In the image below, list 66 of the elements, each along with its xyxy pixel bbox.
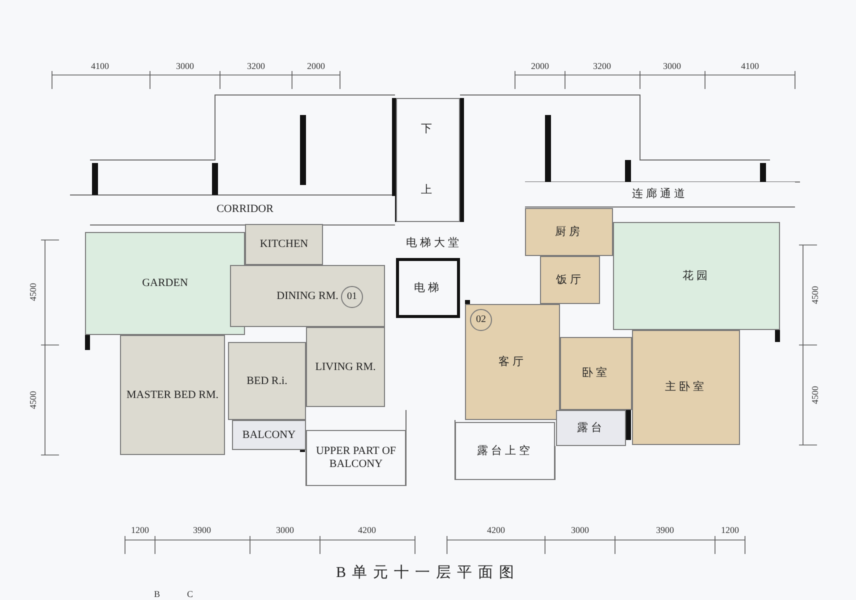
room-label: 上 [420, 183, 436, 198]
room-label: 饭厅 [555, 272, 585, 288]
garden-area [85, 232, 245, 335]
dimension-label: 4500 [28, 391, 38, 409]
dimension-label: 1200 [131, 525, 149, 535]
room-area [540, 256, 600, 304]
dimension-label: 3000 [276, 525, 294, 535]
dimension-label: 4100 [741, 61, 759, 71]
unit-number-circle [470, 309, 492, 331]
dimension-label: 4500 [810, 386, 820, 404]
room-area [306, 327, 385, 407]
room-label: 电梯大堂 [405, 236, 463, 250]
dimension-label: 2000 [307, 61, 325, 71]
room-area [560, 337, 632, 410]
room-label: 花园 [682, 268, 712, 284]
dimension-label: 4500 [28, 283, 38, 301]
garden-area [613, 222, 780, 330]
plan-title: B单元十一层平面图 [334, 564, 521, 582]
room-label: 卧室 [581, 366, 611, 381]
room-area [228, 342, 306, 420]
room-label: CORRIDOR [216, 202, 274, 216]
dimension-label: 3200 [247, 61, 265, 71]
room-label: 露台 [576, 420, 606, 436]
room-area [632, 330, 740, 445]
room-area [230, 265, 385, 327]
dimension-label: 4100 [91, 61, 109, 71]
open-terrace [455, 422, 555, 480]
room-area [465, 304, 560, 420]
dimension-label: 1200 [721, 525, 739, 535]
room-label: GARDEN [141, 276, 189, 291]
dimension-label: 4500 [810, 286, 820, 304]
room-label: BALCONY [241, 428, 297, 442]
dimension-label: 3900 [656, 525, 674, 535]
dimension-label: 3200 [593, 61, 611, 71]
dimension-label: B [154, 589, 160, 599]
room-area [120, 335, 225, 455]
dimension-label: C [187, 589, 193, 599]
unit-number: 01 [346, 290, 358, 304]
dimension-label: 2000 [531, 61, 549, 71]
room-label: DINING RM. [276, 288, 340, 304]
dimension-label: 3000 [571, 525, 589, 535]
room-label: BED R.i. [246, 374, 288, 388]
room-label: MASTER BED RM. [126, 388, 220, 402]
room-label: 主卧室 [664, 380, 708, 395]
balcony-floor [556, 410, 626, 446]
elevator-shaft [396, 258, 460, 318]
dimension-label: 3000 [176, 61, 194, 71]
room-label: UPPER PART OF BALCONY [314, 444, 398, 472]
room-label: 客厅 [498, 354, 528, 370]
dimension-label: 3900 [193, 525, 211, 535]
room-label: 露台上空 [476, 444, 534, 458]
room-label: KITCHEN [258, 237, 310, 252]
unit-number: 02 [475, 313, 487, 327]
stairwell [396, 98, 460, 222]
room-label: LIVING RM. [314, 360, 377, 374]
dimension-label: 3000 [663, 61, 681, 71]
room-area [245, 224, 323, 265]
dimension-label: 4200 [487, 525, 505, 535]
balcony-floor [232, 420, 306, 450]
room-label: 厨房 [554, 224, 584, 240]
dimension-label: 4200 [358, 525, 376, 535]
room-label: 连廊通道 [631, 186, 689, 202]
open-terrace [306, 430, 406, 486]
room-area [525, 208, 613, 256]
unit-number-circle [341, 286, 363, 308]
room-label: 下 [420, 122, 436, 137]
